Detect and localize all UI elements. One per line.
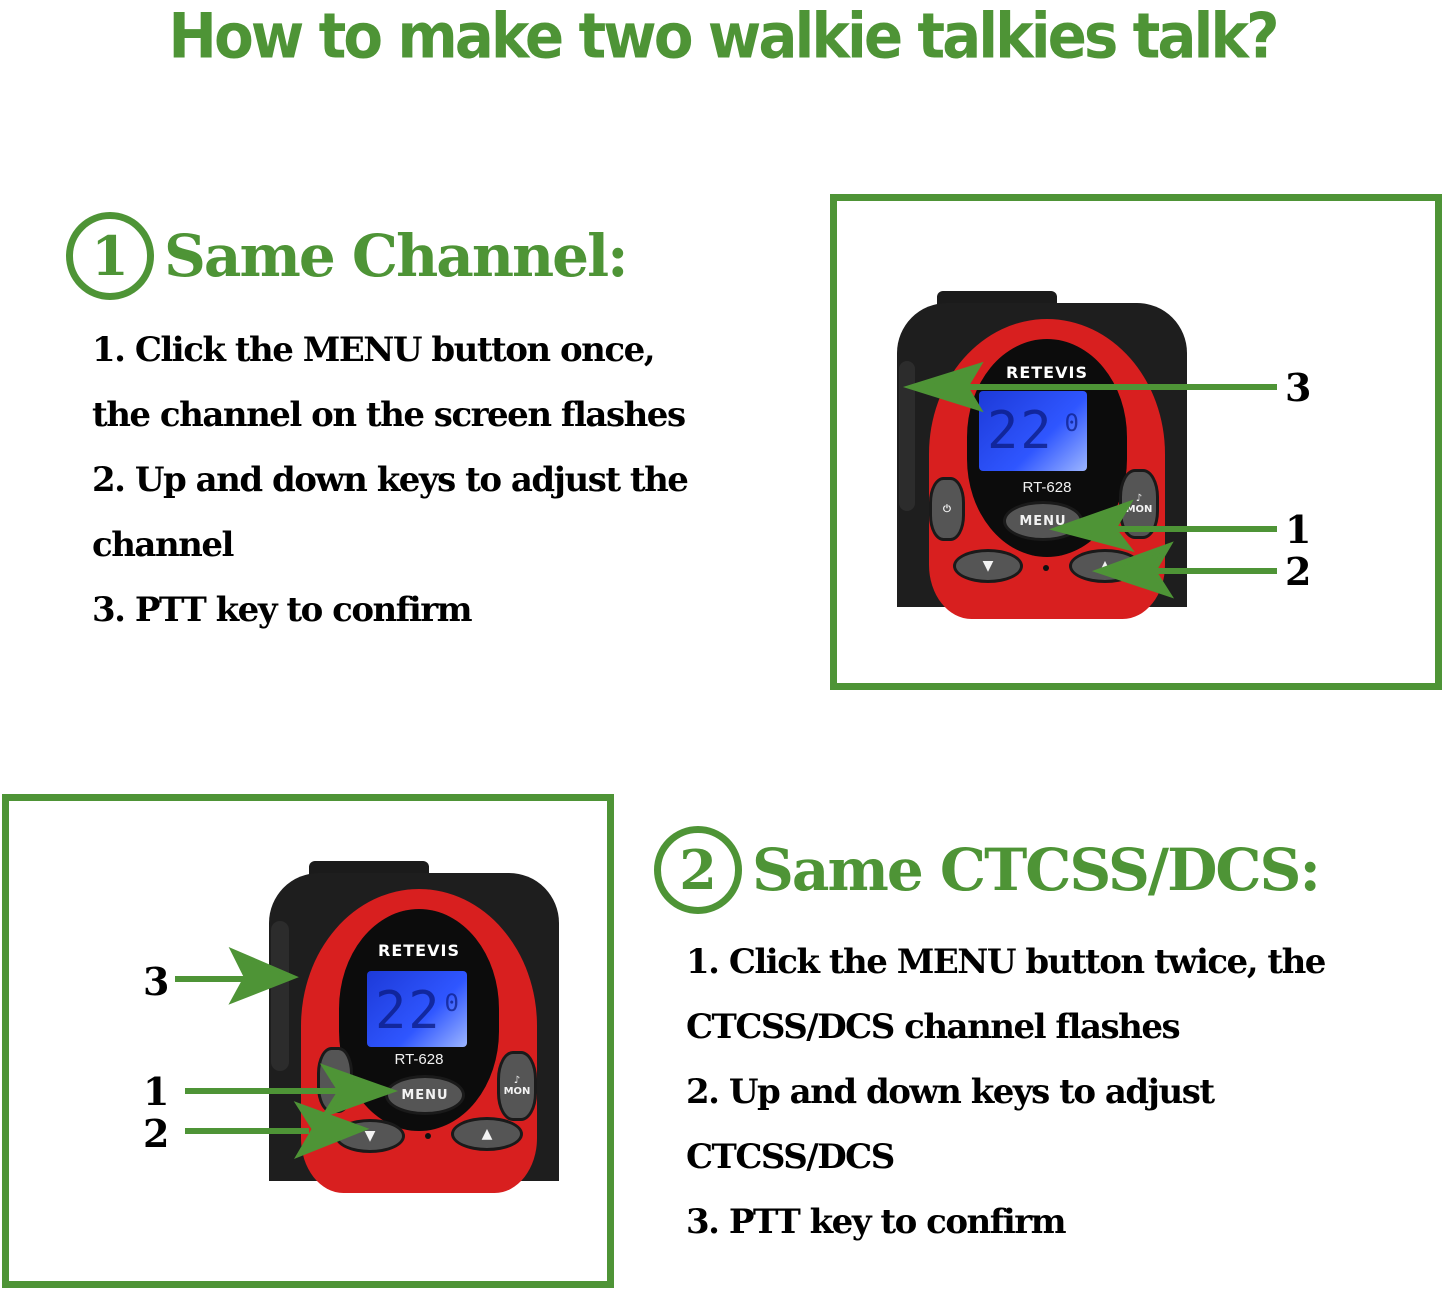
music-note-icon: ♪ <box>513 1075 521 1086</box>
step-line: 2. Up and down keys to adjust the <box>92 460 689 500</box>
section-1-image-frame: RETEVIS 22 0 RT-628 ⏻ ♪ MON MENU ▼ ▲ <box>830 194 1442 690</box>
callout-3: 3 <box>1285 365 1312 410</box>
callout-2: 2 <box>1285 549 1312 594</box>
lcd-sub: 0 <box>444 989 459 1017</box>
menu-key[interactable]: MENU <box>385 1075 465 1115</box>
mon-label: MON <box>1125 504 1153 515</box>
section-2-heading: 2 Same CTCSS/DCS: <box>654 826 1321 914</box>
step-line: channel <box>92 525 234 565</box>
section-1-heading: 1 Same Channel: <box>66 212 629 300</box>
callout-2: 2 <box>143 1111 170 1156</box>
callout-3: 3 <box>143 959 170 1004</box>
step-line: CTCSS/DCS channel flashes <box>686 1007 1181 1047</box>
menu-label: MENU <box>401 1087 449 1103</box>
callout-arrows <box>902 361 1277 599</box>
model-label: RT-628 <box>1022 479 1072 496</box>
ptt-side-key <box>899 361 915 511</box>
mon-label: MON <box>503 1086 531 1097</box>
callout-arrows <box>175 947 398 1160</box>
arrow-head-3 <box>228 947 299 1005</box>
section-2-steps: 1. Click the MENU button twice, the CTCS… <box>686 930 1326 1255</box>
microphone-hole <box>425 1133 431 1139</box>
microphone-hole <box>1043 565 1049 571</box>
lcd-channel: 22 <box>987 401 1054 461</box>
step-line: CTCSS/DCS <box>686 1137 895 1177</box>
section-1-title: Same Channel: <box>164 222 629 290</box>
power-icon: ⏻ <box>943 503 951 515</box>
ptt-side-key <box>271 921 289 1071</box>
triangle-up-icon: ▲ <box>1099 558 1111 574</box>
step-line: 1. Click the MENU button once, <box>92 330 656 370</box>
model-label: RT-628 <box>394 1051 444 1068</box>
triangle-down-icon: ▼ <box>982 558 994 574</box>
lcd-channel: 22 <box>375 981 442 1041</box>
arrow-head-2 <box>293 1101 370 1160</box>
brand-label: RETEVIS <box>378 941 460 960</box>
power-key[interactable]: ⏻ <box>929 477 965 541</box>
page-title: How to make two walkie talkies talk? <box>168 0 1279 73</box>
brand-label: RETEVIS <box>1006 363 1088 382</box>
down-key[interactable]: ▼ <box>953 549 1023 583</box>
lcd-screen: 22 0 <box>979 391 1087 471</box>
step-line: 1. Click the MENU button twice, the <box>686 942 1326 982</box>
step-line: 2. Up and down keys to adjust <box>686 1072 1215 1112</box>
lcd-sub: 0 <box>1064 409 1079 437</box>
callout-1: 1 <box>143 1069 170 1114</box>
music-note-icon: ♪ <box>1135 493 1143 504</box>
menu-label: MENU <box>1019 513 1067 529</box>
up-key[interactable]: ▲ <box>451 1117 523 1151</box>
mon-key[interactable]: ♪ MON <box>497 1051 537 1121</box>
step-line: the channel on the screen flashes <box>92 395 686 435</box>
section-1-steps: 1. Click the MENU button once, the chann… <box>92 318 689 643</box>
section-2-image-frame: RETEVIS 22 0 RT-628 ⏻ ♪ MON MENU ▼ ▲ <box>2 794 614 1288</box>
arrow-head-2 <box>1091 541 1175 599</box>
arrow-head-1 <box>1048 499 1135 553</box>
step-line: 3. PTT key to confirm <box>92 590 473 630</box>
section-2-title: Same CTCSS/DCS: <box>752 836 1321 904</box>
step-number-circle-1: 1 <box>66 212 154 300</box>
step-number-circle-2: 2 <box>654 826 742 914</box>
lcd-screen: 22 0 <box>367 971 467 1047</box>
arrow-head-3 <box>902 361 984 413</box>
step-line: 3. PTT key to confirm <box>686 1202 1067 1242</box>
arrow-head-1 <box>319 1063 398 1119</box>
callout-1: 1 <box>1285 507 1312 552</box>
triangle-down-icon: ▼ <box>364 1128 376 1144</box>
triangle-up-icon: ▲ <box>481 1126 493 1142</box>
